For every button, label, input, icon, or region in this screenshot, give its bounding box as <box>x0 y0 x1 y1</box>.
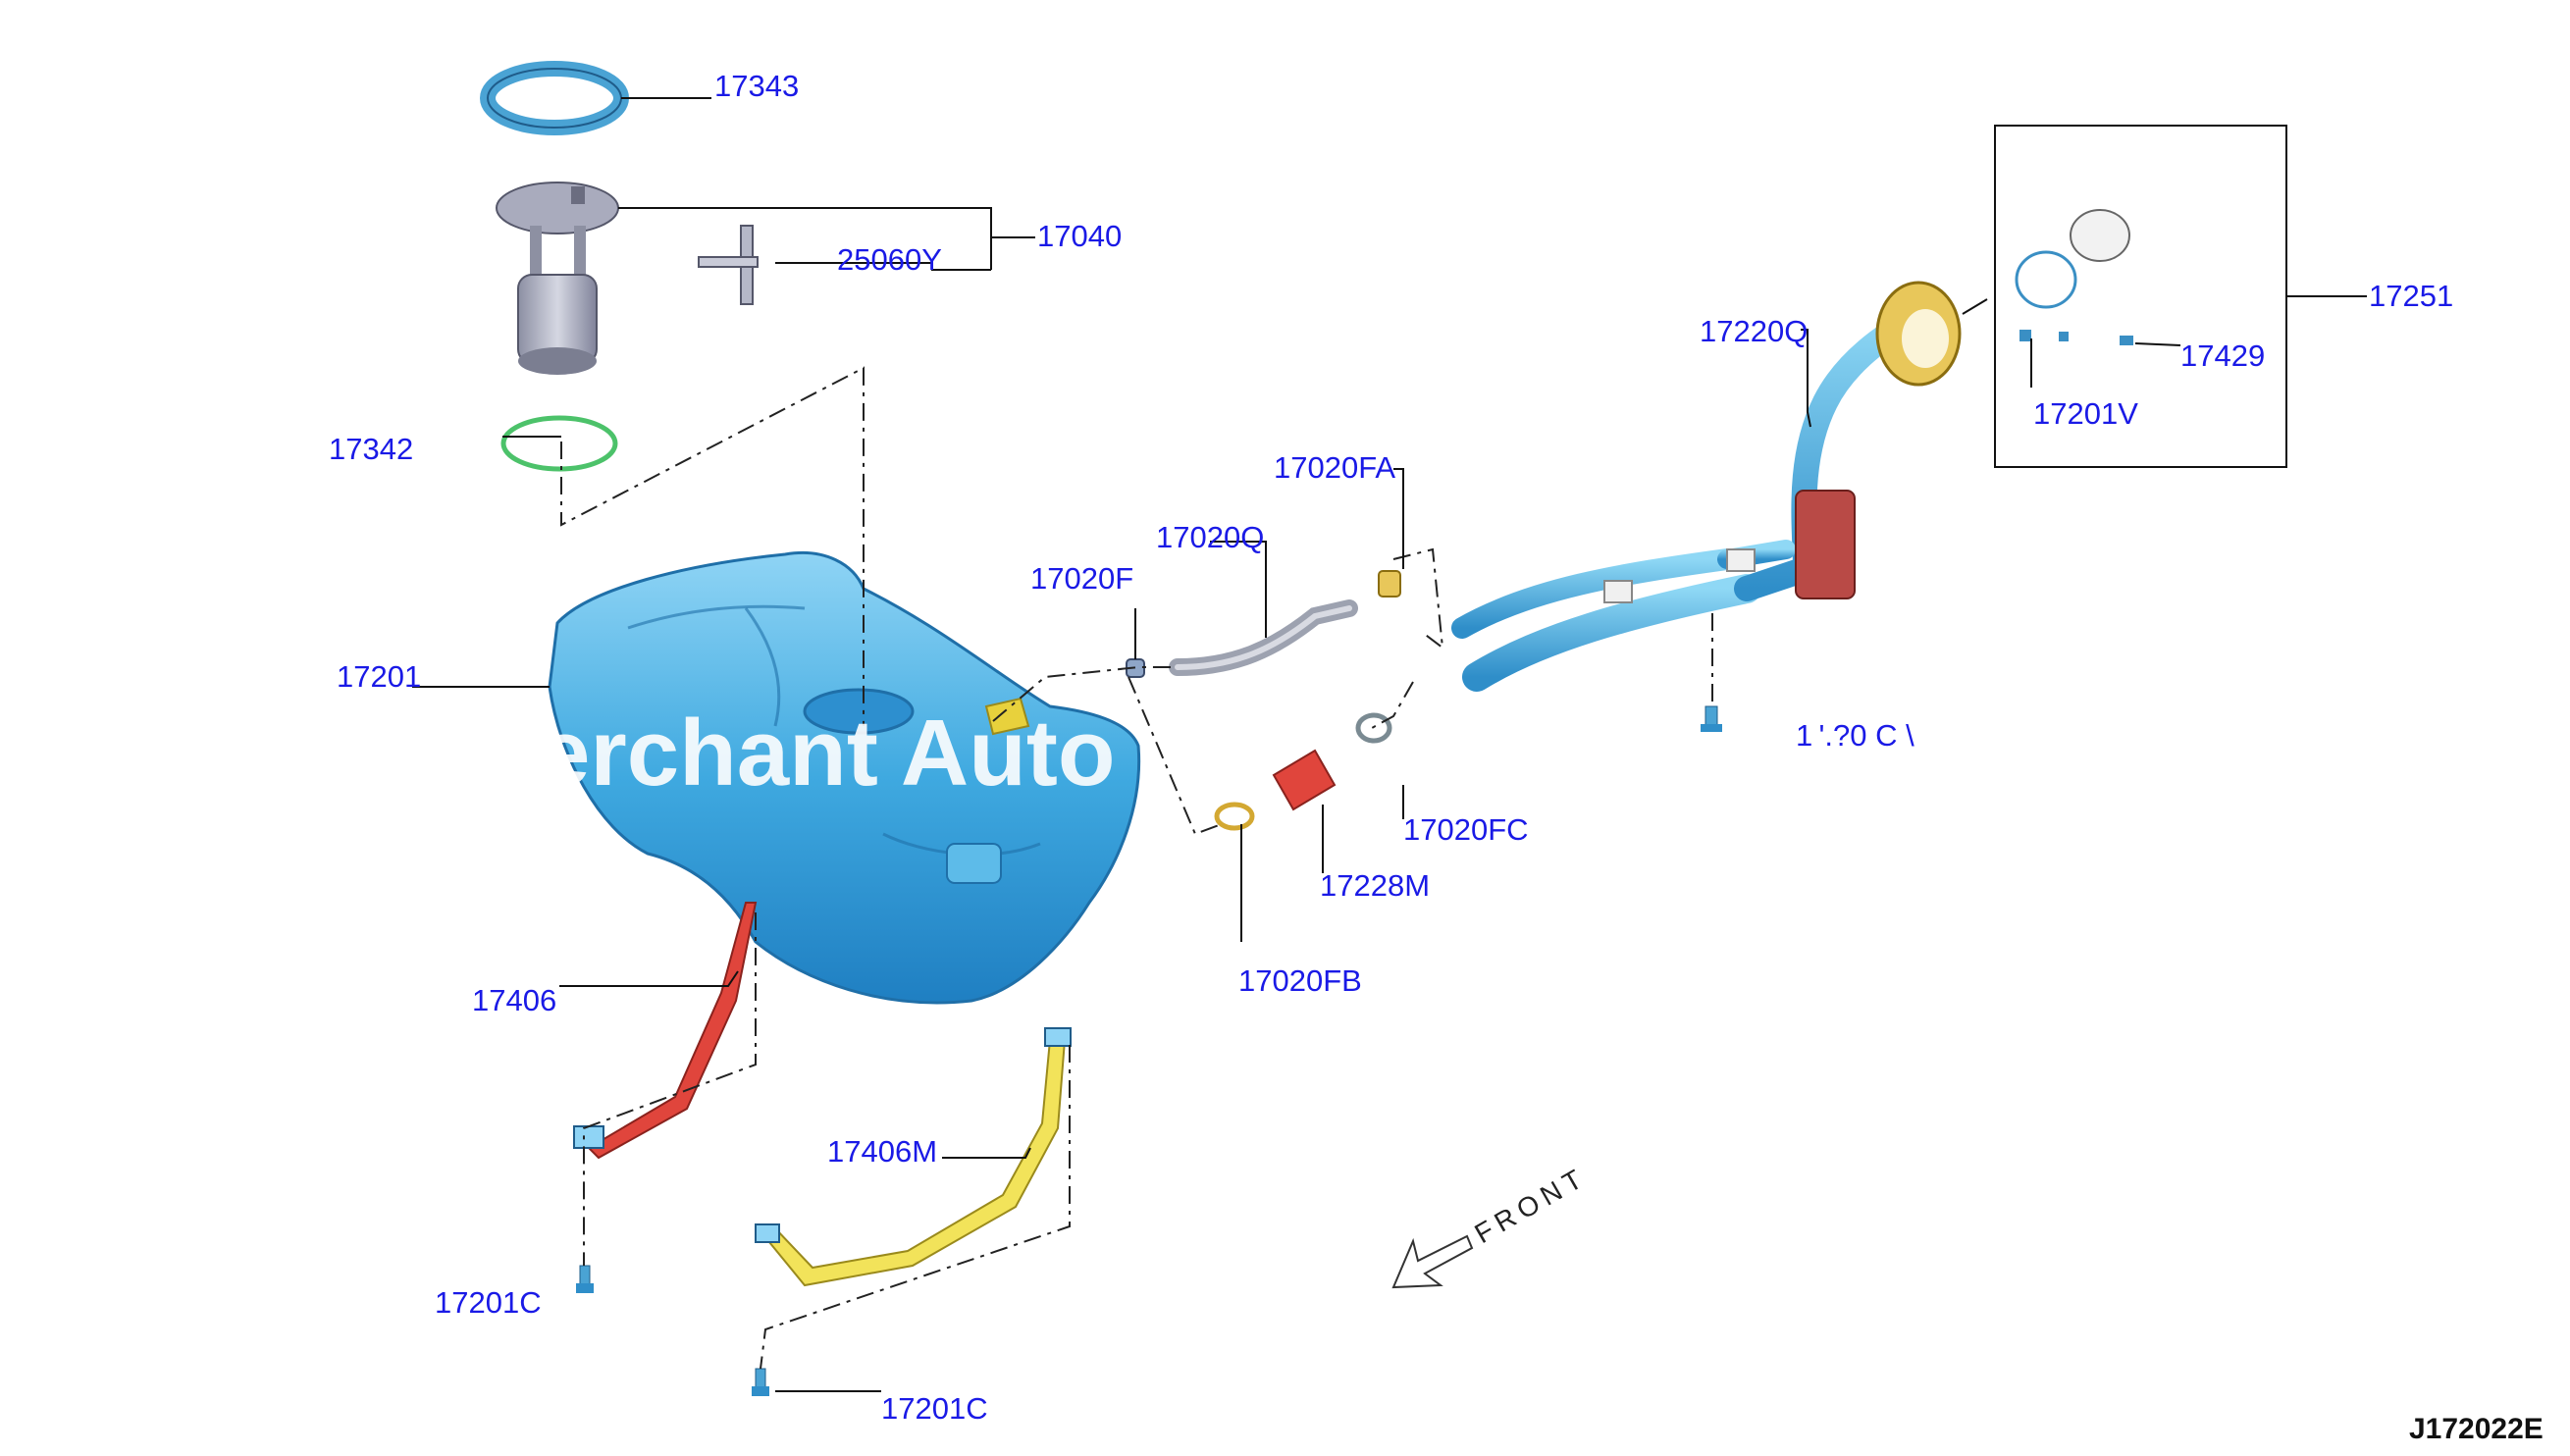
clamp-17020fc <box>1355 712 1392 744</box>
fuel-level-sender-part <box>698 225 759 305</box>
front-arrow-icon <box>1391 1234 1474 1289</box>
clamp-17020fa <box>1378 570 1401 598</box>
clamp-17020fb <box>1214 802 1255 831</box>
callout-17020fb: 17020FB <box>1238 963 1362 998</box>
callout-17429: 17429 <box>2180 338 2265 373</box>
gasket-part <box>500 415 618 472</box>
fuel-tank-part <box>548 550 1141 1005</box>
fuel-tank-strap-yellow-part <box>755 1027 1072 1287</box>
callout-17343: 17343 <box>714 69 799 103</box>
filler-hose-17228m <box>1272 749 1337 811</box>
watermark-text: erchant Auto <box>538 701 1115 806</box>
callout-17406m: 17406M <box>827 1134 937 1169</box>
fuel-pump-module-part <box>496 182 619 375</box>
assembly-dash-lines <box>560 366 1713 1370</box>
callout-17201: 17201 <box>337 659 421 694</box>
callout-17201v: 17201V <box>2033 396 2138 431</box>
callout-17228m: 17228M <box>1320 868 1430 903</box>
callout-17220q: 17220Q <box>1700 314 1808 348</box>
bolt-17201c-lower-left <box>576 1265 594 1293</box>
callout-17406: 17406 <box>472 983 556 1017</box>
callout-17251: 17251 <box>2369 279 2453 313</box>
lock-ring-part <box>480 61 629 135</box>
callout-17020fa: 17020FA <box>1274 450 1395 485</box>
callout-17020f: 17020F <box>1030 561 1133 596</box>
callout-17020c-partial: 1 '.?0 C \ <box>1796 718 1914 753</box>
bolt-17201c-bottom <box>752 1368 769 1396</box>
filler-cap-17251 <box>2015 209 2133 345</box>
filler-tube-17220q <box>1451 281 1962 692</box>
clip-17020c <box>1701 705 1722 732</box>
callout-17020q: 17020Q <box>1156 520 1264 554</box>
callout-17201c-left: 17201C <box>435 1285 542 1320</box>
vent-hose-17020q <box>1169 599 1358 676</box>
callout-25060y: 25060Y <box>837 242 942 277</box>
callout-17201c-bottom: 17201C <box>881 1391 988 1426</box>
diagram-code: J172022E <box>2409 1413 2544 1445</box>
front-label: FRONT <box>1470 1161 1593 1249</box>
leader-lines <box>412 97 2367 1392</box>
callout-17040: 17040 <box>1037 219 1122 253</box>
callout-17020fc: 17020FC <box>1403 812 1529 847</box>
fuel-tank-strap-red-part <box>573 902 758 1160</box>
callout-17342: 17342 <box>329 432 413 466</box>
